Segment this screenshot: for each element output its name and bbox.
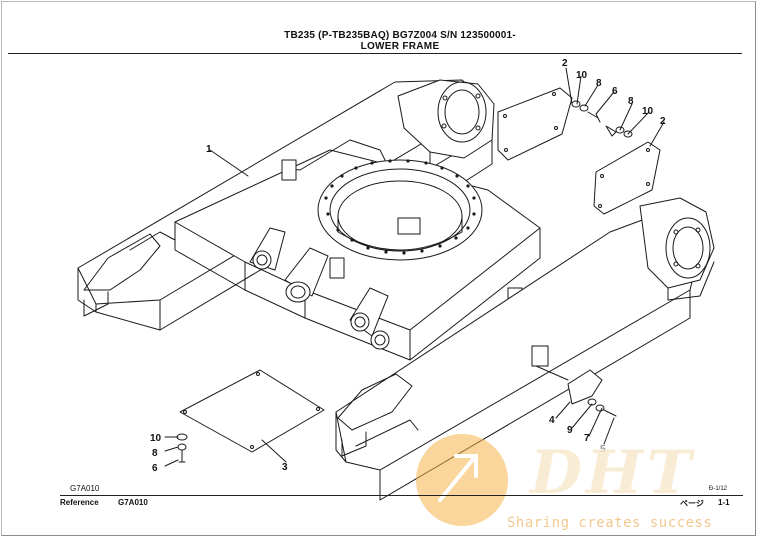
figure-code: G7A010 [70, 484, 100, 493]
callout-2a: 2 [562, 58, 568, 69]
right-drive-housing [639, 197, 715, 301]
swing-bearing-ring [317, 159, 483, 261]
catalog-title: TB235 (P-TB235BAQ) BG7Z004 S/N 123500001… [284, 30, 516, 41]
reference-value: G7A010 [118, 498, 148, 507]
callout-10b: 10 [642, 106, 654, 117]
reference-label: Reference [60, 498, 99, 507]
sheet-code: Ð-1/12 [709, 486, 728, 492]
callout-9: 9 [567, 425, 573, 436]
callout-10a: 10 [576, 70, 588, 81]
page-number: 1-1 [718, 498, 730, 507]
callout-5: 5 [600, 444, 606, 455]
left-drive-housing [397, 79, 495, 183]
callout-2b: 2 [660, 116, 666, 127]
top-cover-left [497, 87, 573, 161]
callout-10c: 10 [150, 433, 162, 444]
page-label: ページ [680, 499, 704, 508]
callout-1: 1 [206, 144, 212, 155]
callout-8c: 8 [152, 448, 158, 459]
callout-4: 4 [549, 415, 555, 426]
section-title: LOWER FRAME [360, 41, 440, 52]
leader-lines [164, 67, 665, 467]
footer-rule [60, 495, 743, 496]
watermark-tagline: Sharing creates success [507, 515, 713, 531]
arrow-icon [438, 454, 478, 502]
callout-6b: 6 [152, 463, 158, 474]
watermark-logo: DHT [530, 438, 696, 508]
callout-6a: 6 [612, 86, 618, 97]
top-cover-right [593, 141, 661, 215]
callout-8b: 8 [628, 96, 634, 107]
watermark-circle [416, 434, 508, 526]
side-cover [567, 369, 603, 405]
callout-7: 7 [584, 433, 590, 444]
under-cover-plate [179, 369, 325, 453]
fasteners [176, 100, 633, 463]
callout-3: 3 [282, 462, 288, 473]
blade-brackets [249, 227, 390, 350]
callout-labels: 1 2 2 3 4 5 6 6 7 8 8 8 9 10 10 10 [150, 58, 666, 474]
header-rule [8, 53, 742, 54]
callout-8a: 8 [596, 78, 602, 89]
